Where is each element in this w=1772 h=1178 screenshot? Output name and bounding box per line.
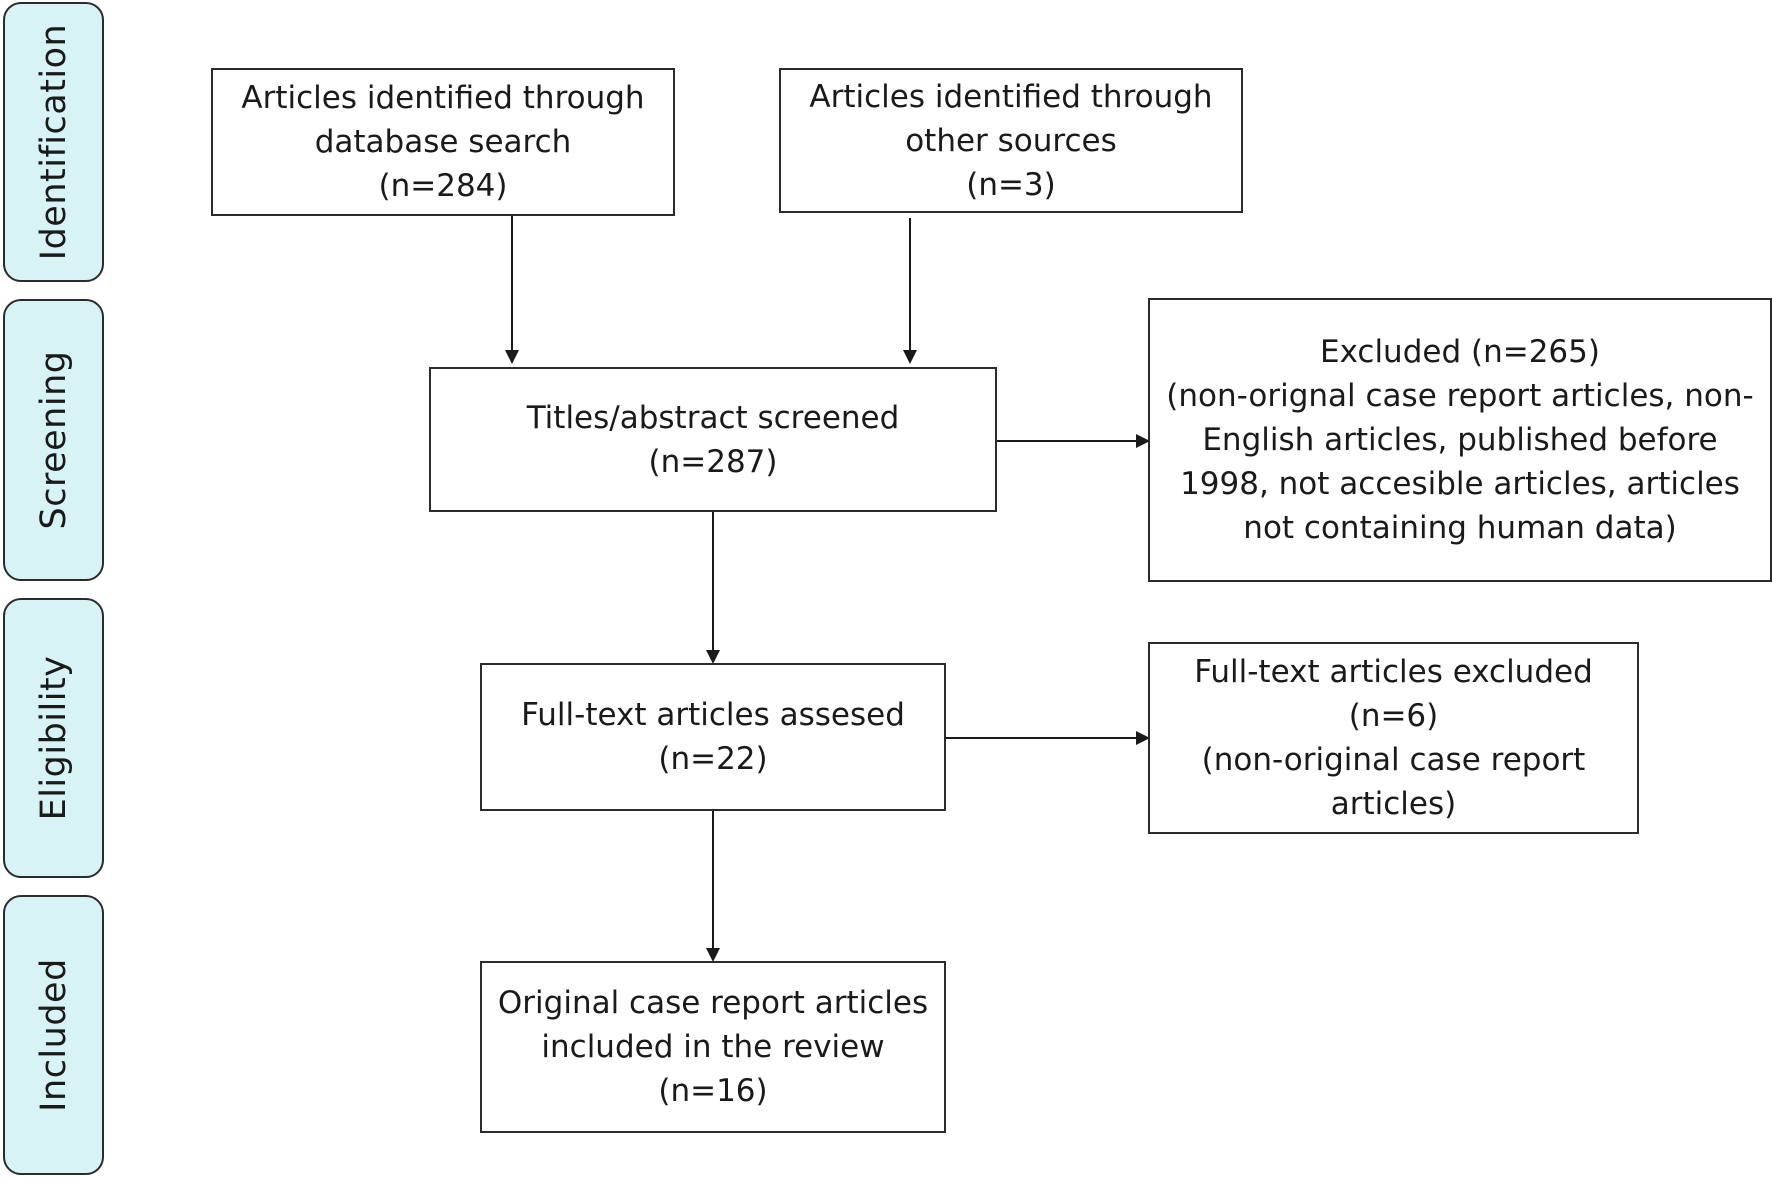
box-count: (n=16) [658, 1073, 768, 1109]
box-line: database search [314, 124, 572, 160]
box-line: Articles identified through [809, 78, 1213, 115]
box-fulltext-assessed: Full-text articles assesed (n=22) [480, 663, 946, 811]
box-database-search: Articles identified through database sea… [211, 68, 675, 216]
box-line: Full-text articles assesed [521, 697, 905, 733]
stage-identification: Identification [3, 2, 104, 282]
box-line: Original case report articles [497, 985, 929, 1021]
box-count: (n=22) [658, 741, 768, 777]
box-line: (non-original case report [1201, 742, 1586, 778]
box-count: (n=6) [1348, 698, 1439, 734]
box-line: included in the review [541, 1029, 885, 1065]
box-count: (n=287) [648, 443, 778, 480]
stage-eligibility: Eligibility [3, 598, 104, 878]
box-other-sources: Articles identified through other source… [779, 68, 1243, 213]
box-screened: Titles/abstract screened (n=287) [429, 367, 997, 512]
box-line: (non-orignal case report articles, non- [1166, 378, 1754, 414]
stage-included: Included [3, 895, 104, 1175]
box-line: Articles identified through [241, 80, 645, 116]
box-excluded-screening: Excluded (n=265) (non-orignal case repor… [1148, 298, 1772, 582]
box-line: articles) [1330, 786, 1457, 822]
stage-screening: Screening [3, 299, 104, 581]
box-line: Titles/abstract screened [526, 399, 900, 436]
box-line: Excluded (n=265) [1320, 334, 1600, 370]
box-count: (n=3) [966, 166, 1056, 203]
box-included: Original case report articles included i… [480, 961, 946, 1133]
box-count: (n=284) [378, 168, 508, 204]
box-line: English articles, published before [1202, 422, 1718, 458]
box-line: Full-text articles excluded [1194, 654, 1593, 690]
box-line: other sources [905, 122, 1117, 159]
box-line: 1998, not accesible articles, articles [1180, 466, 1740, 502]
box-fulltext-excluded: Full-text articles excluded (n=6) (non-o… [1148, 642, 1639, 834]
box-line: not containing human data) [1243, 510, 1677, 546]
